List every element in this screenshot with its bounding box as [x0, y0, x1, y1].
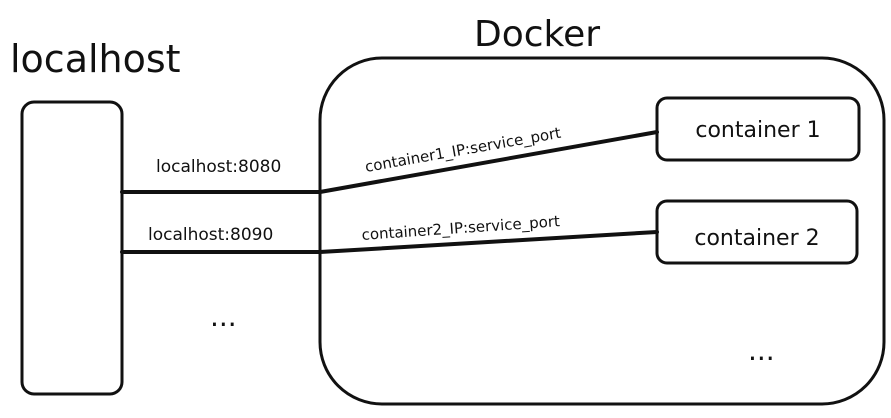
container2-link-line: [318, 230, 659, 254]
localhost-title: localhost: [10, 37, 181, 81]
docker-title: Docker: [474, 14, 600, 55]
port-8080-label: localhost:8080: [156, 157, 281, 177]
container2-label: container 2: [694, 226, 819, 251]
localhost-box: [20, 100, 124, 396]
container2-box: [655, 199, 859, 265]
port-8090-label: localhost:8090: [148, 225, 273, 245]
container1-link-label: container1_IP:service_port: [364, 124, 563, 177]
docker-box: [318, 56, 886, 406]
docker-ellipsis: ...: [748, 334, 775, 367]
container1-box: [655, 96, 861, 162]
container1-link-line: [318, 130, 659, 194]
container1-label: container 1: [695, 118, 820, 143]
host-ellipsis: ...: [210, 300, 237, 333]
